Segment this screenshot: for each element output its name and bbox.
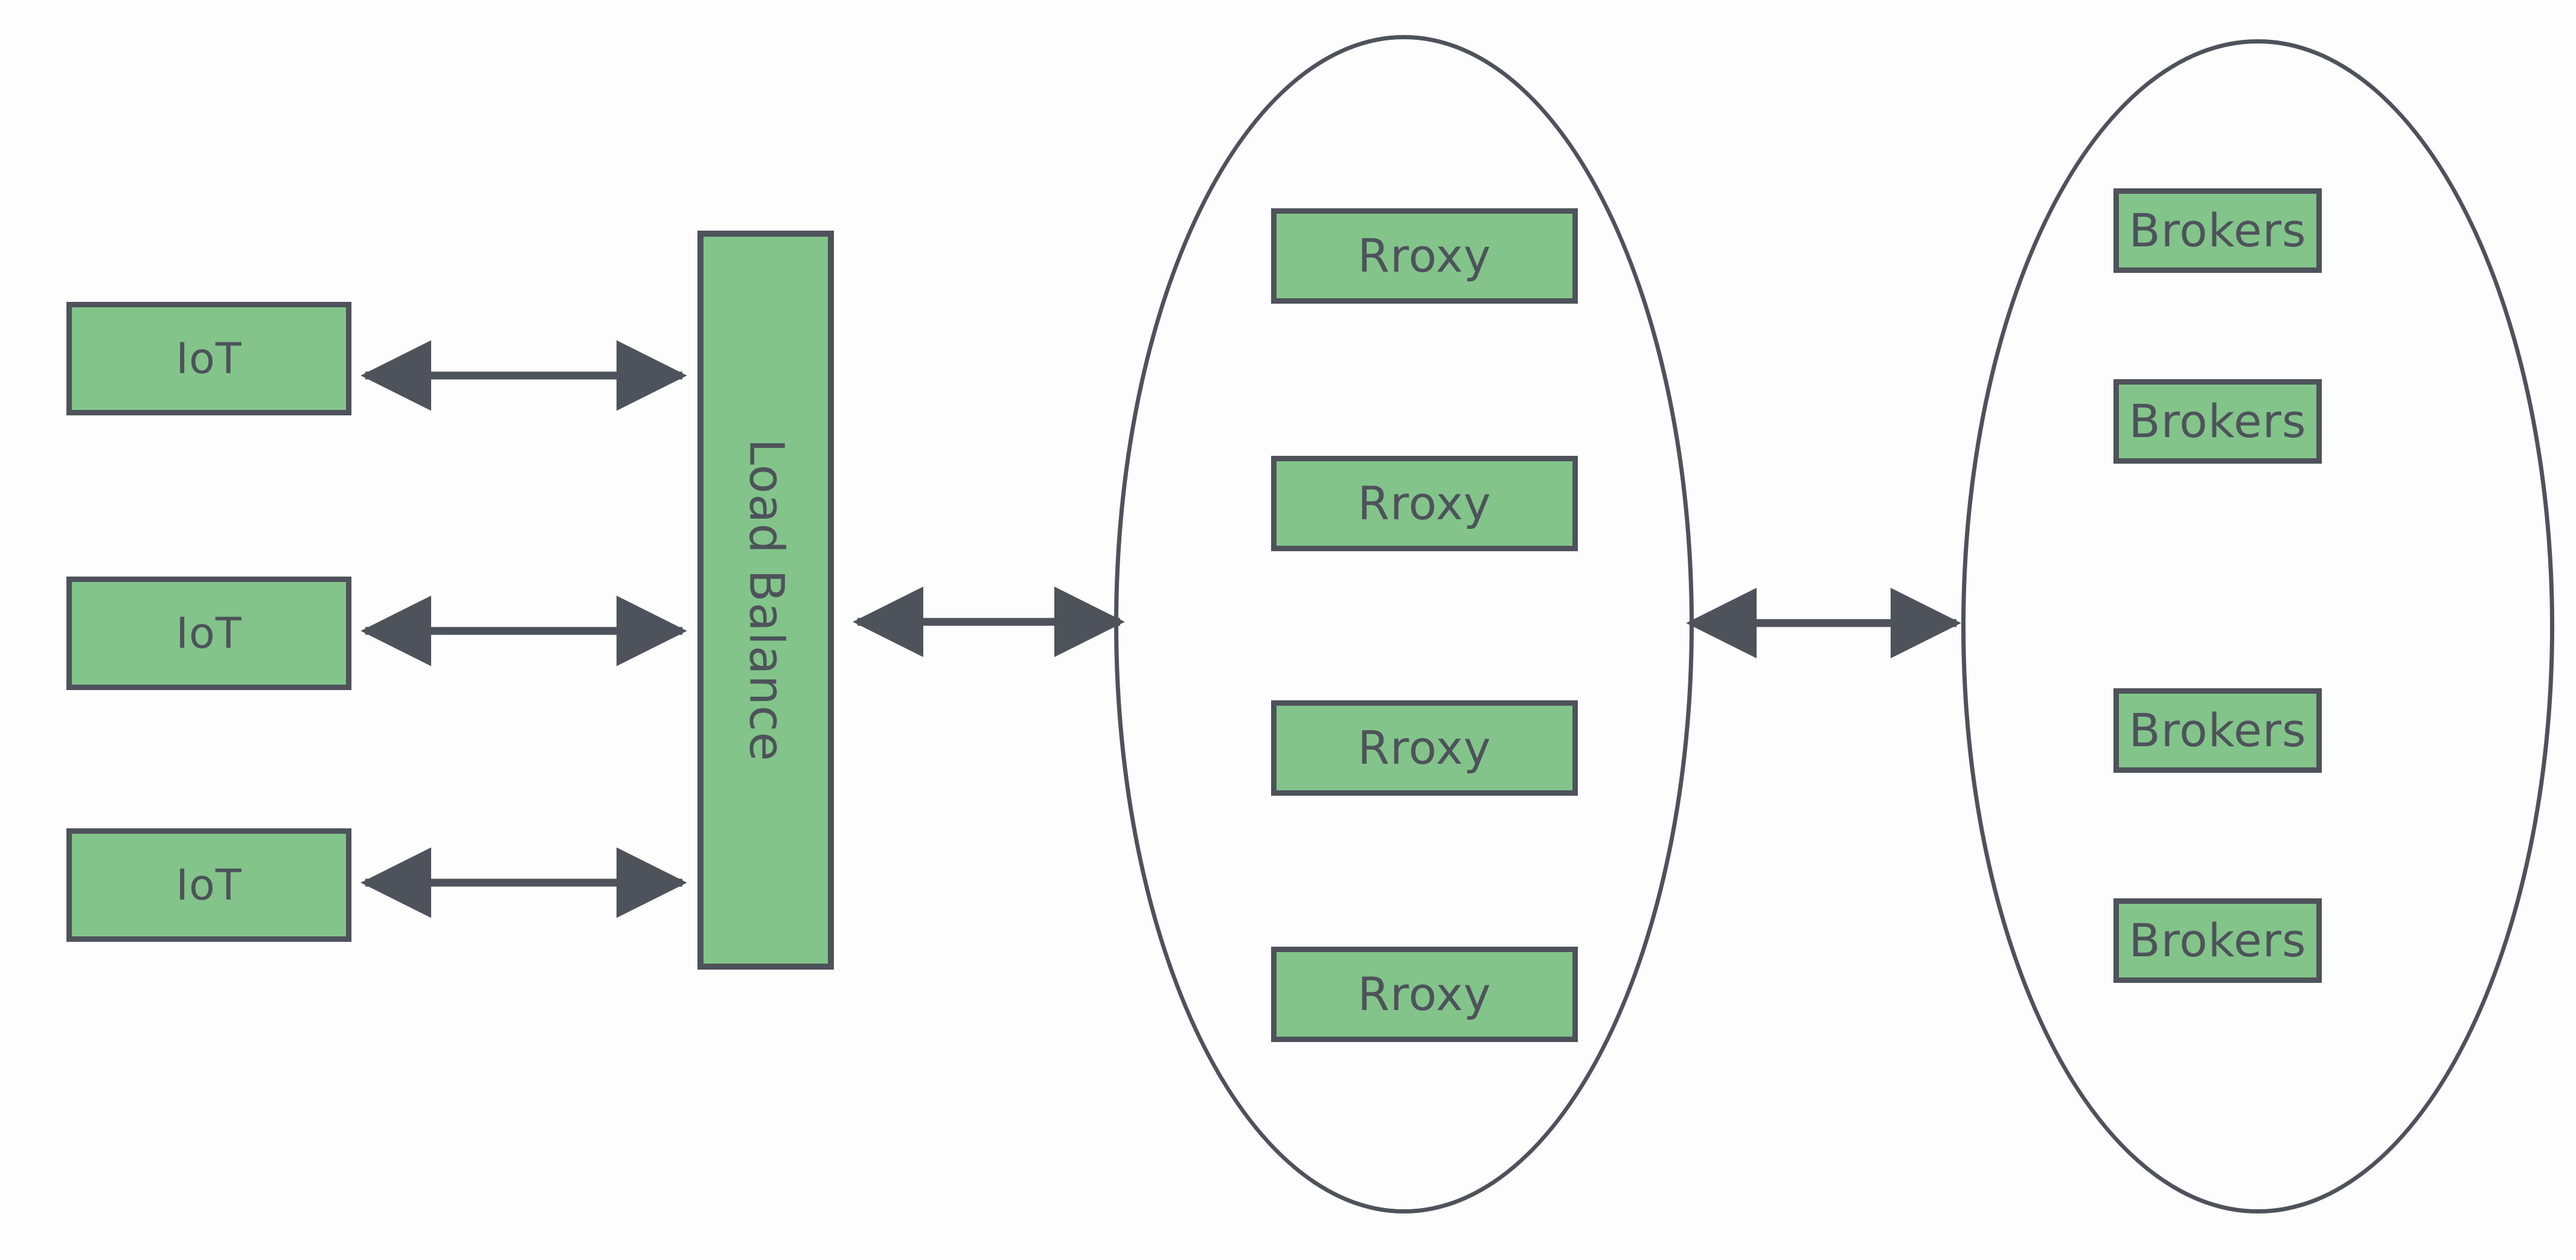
broker-box-3[interactable]: Brokers bbox=[2113, 688, 2322, 773]
proxy-label-3: Rroxy bbox=[1357, 721, 1491, 775]
proxy-label-1: Rroxy bbox=[1357, 229, 1491, 283]
proxy-label-4: Rroxy bbox=[1357, 967, 1491, 1021]
proxy-box-3[interactable]: Rroxy bbox=[1271, 700, 1578, 796]
proxy-box-1[interactable]: Rroxy bbox=[1271, 208, 1578, 304]
iot-device-box-1[interactable]: IoT bbox=[66, 302, 351, 415]
iot-device-label-3: IoT bbox=[176, 860, 242, 910]
broker-box-4[interactable]: Brokers bbox=[2113, 898, 2322, 983]
broker-box-2[interactable]: Brokers bbox=[2113, 379, 2322, 464]
load-balance-label: Load Balance bbox=[739, 438, 793, 762]
broker-box-1[interactable]: Brokers bbox=[2113, 188, 2322, 273]
broker-label-2: Brokers bbox=[2129, 394, 2307, 448]
proxy-label-2: Rroxy bbox=[1357, 476, 1491, 530]
iot-device-box-3[interactable]: IoT bbox=[66, 828, 351, 942]
iot-device-label-1: IoT bbox=[176, 334, 242, 383]
broker-label-3: Brokers bbox=[2129, 703, 2307, 757]
load-balance-box[interactable]: Load Balance bbox=[697, 231, 834, 970]
iot-device-box-2[interactable]: IoT bbox=[66, 577, 351, 690]
broker-label-4: Brokers bbox=[2129, 913, 2307, 967]
broker-label-1: Brokers bbox=[2129, 203, 2307, 257]
proxy-box-2[interactable]: Rroxy bbox=[1271, 456, 1578, 551]
iot-device-label-2: IoT bbox=[176, 609, 242, 658]
proxy-box-4[interactable]: Rroxy bbox=[1271, 947, 1578, 1042]
